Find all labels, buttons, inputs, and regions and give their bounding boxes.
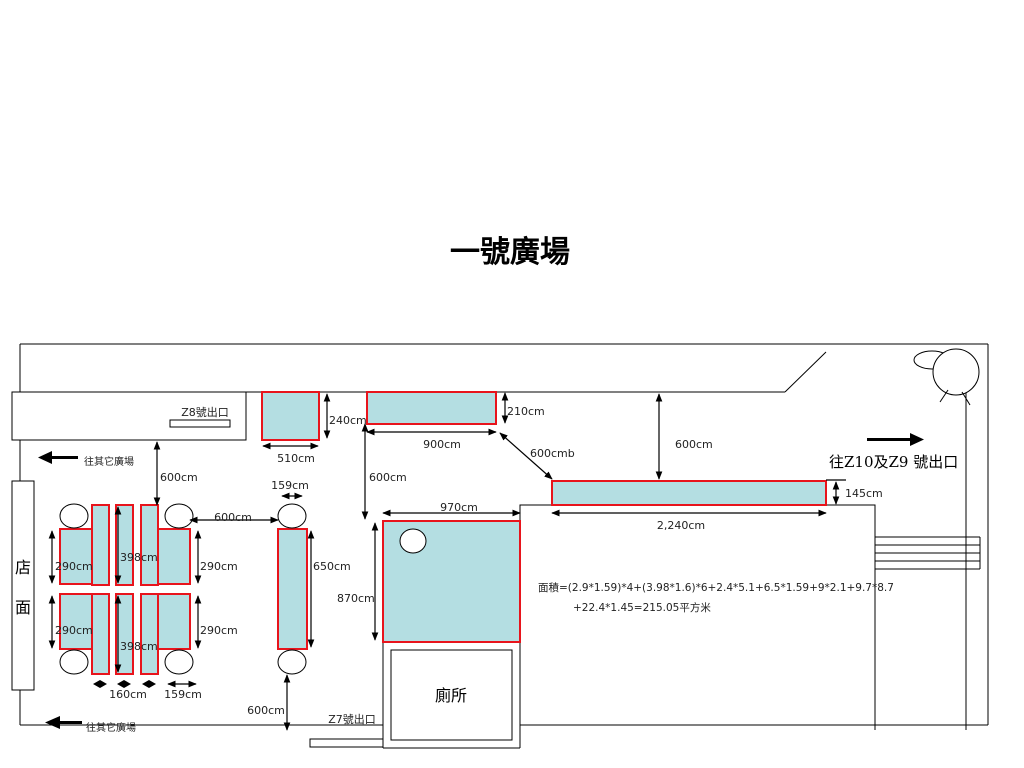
dim-900: 900cm [423, 438, 461, 451]
exit-z7-label: Z7號出口 [328, 712, 376, 726]
store-front-label-2: 面 [15, 598, 31, 617]
other-plaza-bottom-label: 往其它廣場 [86, 721, 136, 734]
booth-strip-3b [140, 593, 159, 675]
dimension-lines [48, 392, 846, 731]
booth-strip-1a [91, 504, 110, 586]
area-formula-line1: 面積=(2.9*1.59)*4+(3.98*1.6)*6+2.4*5.1+6.5… [538, 581, 894, 594]
dim-870: 870cm [337, 592, 375, 605]
diamond-markers [93, 680, 156, 688]
dim-650: 650cm [313, 560, 351, 573]
arrow-right-icon [910, 433, 924, 446]
arrow-left-icon [45, 716, 60, 729]
dim-290-br: 290cm [200, 624, 238, 637]
dim-398-bottom: 398cm [120, 640, 158, 653]
dim-290-bl: 290cm [55, 624, 93, 637]
exit-z8-label: Z8號出口 [181, 405, 229, 419]
page-title: 一號廣場 [450, 235, 570, 270]
dim-600-bottom: 600cm [247, 704, 285, 717]
dim-600-center: 600cm [369, 471, 407, 484]
dim-398-top: 398cm [120, 551, 158, 564]
store-front-label-1: 店 [15, 558, 31, 577]
direction-arrows [38, 433, 924, 729]
booth-strip-3a [140, 504, 159, 586]
dim-600b: 600cmb [530, 447, 575, 460]
tree-icon [913, 348, 980, 406]
booth-top-1 [261, 391, 320, 441]
booth-top-2 [366, 391, 497, 425]
booth-left-a1 [59, 528, 93, 585]
dim-159-bottom: 159cm [164, 688, 202, 701]
booth-left-b1 [157, 528, 191, 585]
dim-510: 510cm [277, 452, 315, 465]
dim-970: 970cm [440, 501, 478, 514]
booth-long [551, 480, 827, 506]
dim-600-left: 600cm [160, 471, 198, 484]
dim-240: 240cm [329, 414, 367, 427]
booths [59, 391, 827, 675]
toilet-label: 廁所 [435, 686, 467, 705]
booth-strip-1b [91, 593, 110, 675]
dim-290-tl: 290cm [55, 560, 93, 573]
booth-left-a2 [59, 593, 93, 650]
dim-600-right: 600cm [675, 438, 713, 451]
dim-159-top: 159cm [271, 479, 309, 492]
dim-145: 145cm [845, 487, 883, 500]
pillars [59, 503, 427, 675]
dimension-labels: 240cm 510cm 900cm 210cm 600cmb 600cm 600… [55, 405, 883, 717]
area-formula-line2: +22.4*1.45=215.05平方米 [573, 601, 711, 614]
dim-210: 210cm [507, 405, 545, 418]
other-plaza-top-label: 往其它廣場 [84, 455, 134, 468]
dim-290-tr: 290cm [200, 560, 238, 573]
arrow-left-icon [38, 451, 52, 464]
dim-2240: 2,240cm [657, 519, 705, 532]
booth-left-b2 [157, 593, 191, 650]
booth-center [277, 528, 308, 650]
plaza-outline [11, 343, 989, 749]
dim-160: 160cm [109, 688, 147, 701]
dim-600-mid: 600cm [214, 511, 252, 524]
exit-z10-z9-label: 往Z10及Z9 號出口 [829, 453, 958, 471]
